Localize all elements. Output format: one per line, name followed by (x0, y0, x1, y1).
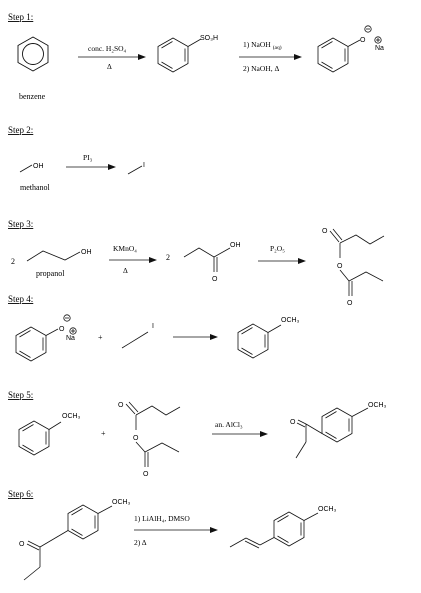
arrowhead-3a (149, 257, 157, 263)
propanol-label: propanol (36, 269, 65, 278)
anisole-och3-5: OCH₃ (62, 413, 81, 420)
step-5: Step 5: OCH₃ + O O O an. AlCl₃ (8, 390, 387, 478)
anhydride-bottom-carbonyl-o: O (347, 300, 353, 307)
reagent-lialh4-dmso: 1) LiAlH₄, DMSO (134, 514, 190, 523)
propanol-oh: OH (81, 249, 92, 256)
step-4: Step 4: O Na + I OCH₃ (8, 294, 300, 362)
sodium-phenoxide-structure (317, 25, 382, 73)
iodomethane-reactant-structure (121, 331, 149, 349)
propanol-structure (26, 250, 81, 262)
arrowhead-3b (298, 258, 306, 264)
propanoic-acid-carbonyl-o: O (212, 276, 218, 283)
step-2-heading: Step 2: (8, 125, 33, 135)
reagent-alcl3: an. AlCl₃ (215, 420, 243, 429)
iodomethane-iodine-4: I (152, 323, 154, 330)
reagent-heat-6: 2) Δ (134, 538, 147, 547)
step-4-heading: Step 4: (8, 294, 33, 304)
propanoic-acid-structure (183, 247, 231, 272)
anisole-structure (237, 323, 282, 359)
reagent-naoh-heat: 2) NaOH, Δ (243, 64, 279, 73)
arrowhead-5 (260, 431, 268, 437)
4-methoxypropiophenone-reactant-structure (23, 504, 113, 581)
phenoxide-oxygen: O (360, 37, 366, 44)
step-6-heading: Step 6: (8, 489, 33, 499)
step-1-heading: Step 1: (8, 12, 33, 22)
benzene-structure (17, 36, 49, 72)
reagent-p2o5: P₂O₅ (270, 244, 285, 253)
iodomethane-iodine: I (143, 162, 145, 169)
sodium-counterion-4: Na (66, 335, 75, 342)
arrowhead-1b (294, 54, 302, 60)
arrowhead-1a (138, 54, 146, 60)
propanoic-anhydride-reactant-structure (125, 401, 181, 467)
reactant-ketone-o-6: O (19, 541, 25, 548)
anhydride-bridging-o: O (337, 263, 343, 270)
iodomethane-structure (127, 165, 143, 175)
anethole-structure (229, 511, 319, 549)
anethole-och3: OCH₃ (318, 506, 337, 513)
step-2: Step 2: OH methanol PI₃ I (8, 125, 145, 192)
product-och3-5: OCH₃ (368, 402, 387, 409)
sodium-phenoxide-reactant-structure (15, 314, 77, 362)
coefficient-propanol: 2 (11, 257, 15, 266)
step-1: Step 1: benzene conc. H₂SO₄ Δ SO₃H 1) Na… (8, 12, 384, 101)
sodium-counterion: Na (375, 45, 384, 52)
reactant-och3-6: OCH₃ (112, 499, 131, 506)
anisole-reactant-structure (18, 420, 62, 456)
arrowhead-2 (108, 164, 116, 170)
4-methoxypropiophenone-structure (295, 407, 369, 459)
benzenesulfonic-acid-structure (157, 37, 202, 73)
methanol-oh: OH (33, 163, 44, 170)
anhydride-bridging-o-5: O (133, 435, 139, 442)
propanoic-anhydride-structure (329, 228, 385, 296)
product-ketone-o-5: O (290, 419, 296, 426)
anhydride-bottom-o-5: O (143, 471, 149, 478)
phenoxide-oxygen-4: O (59, 326, 65, 333)
methanol-structure (19, 164, 33, 173)
arrowhead-6 (210, 527, 218, 533)
step-6: Step 6: OCH₃ O 1) LiAlH₄, DMSO 2) Δ (8, 489, 337, 581)
step-5-heading: Step 5: (8, 390, 33, 400)
anhydride-top-o-5: O (118, 402, 124, 409)
reagent-naoh-aq: 1) NaOH(aq) (243, 40, 282, 51)
coefficient-propanoic-acid: 2 (166, 253, 170, 262)
benzene-label: benzene (19, 92, 46, 101)
reagent-heat: Δ (107, 62, 112, 71)
reagent-pi3: PI₃ (83, 153, 93, 162)
arrowhead-4 (210, 334, 218, 340)
reagent-kmno4: KMnO₄ (113, 244, 137, 253)
anhydride-top-carbonyl-o: O (322, 228, 328, 235)
propanoic-acid-oh: OH (230, 242, 241, 249)
step-3: Step 3: 2 OH propanol KMnO₄ Δ 2 OH O P₂O… (8, 219, 385, 307)
step-3-heading: Step 3: (8, 219, 33, 229)
so3h-group: SO₃H (200, 35, 218, 42)
reagent-conc-h2so4: conc. H₂SO₄ (88, 44, 127, 53)
plus-sign-4: + (98, 333, 103, 342)
plus-sign-5: + (101, 429, 106, 438)
methanol-label: methanol (20, 183, 51, 192)
reagent-heat-3: Δ (123, 266, 128, 275)
anisole-och3: OCH₃ (281, 317, 300, 324)
